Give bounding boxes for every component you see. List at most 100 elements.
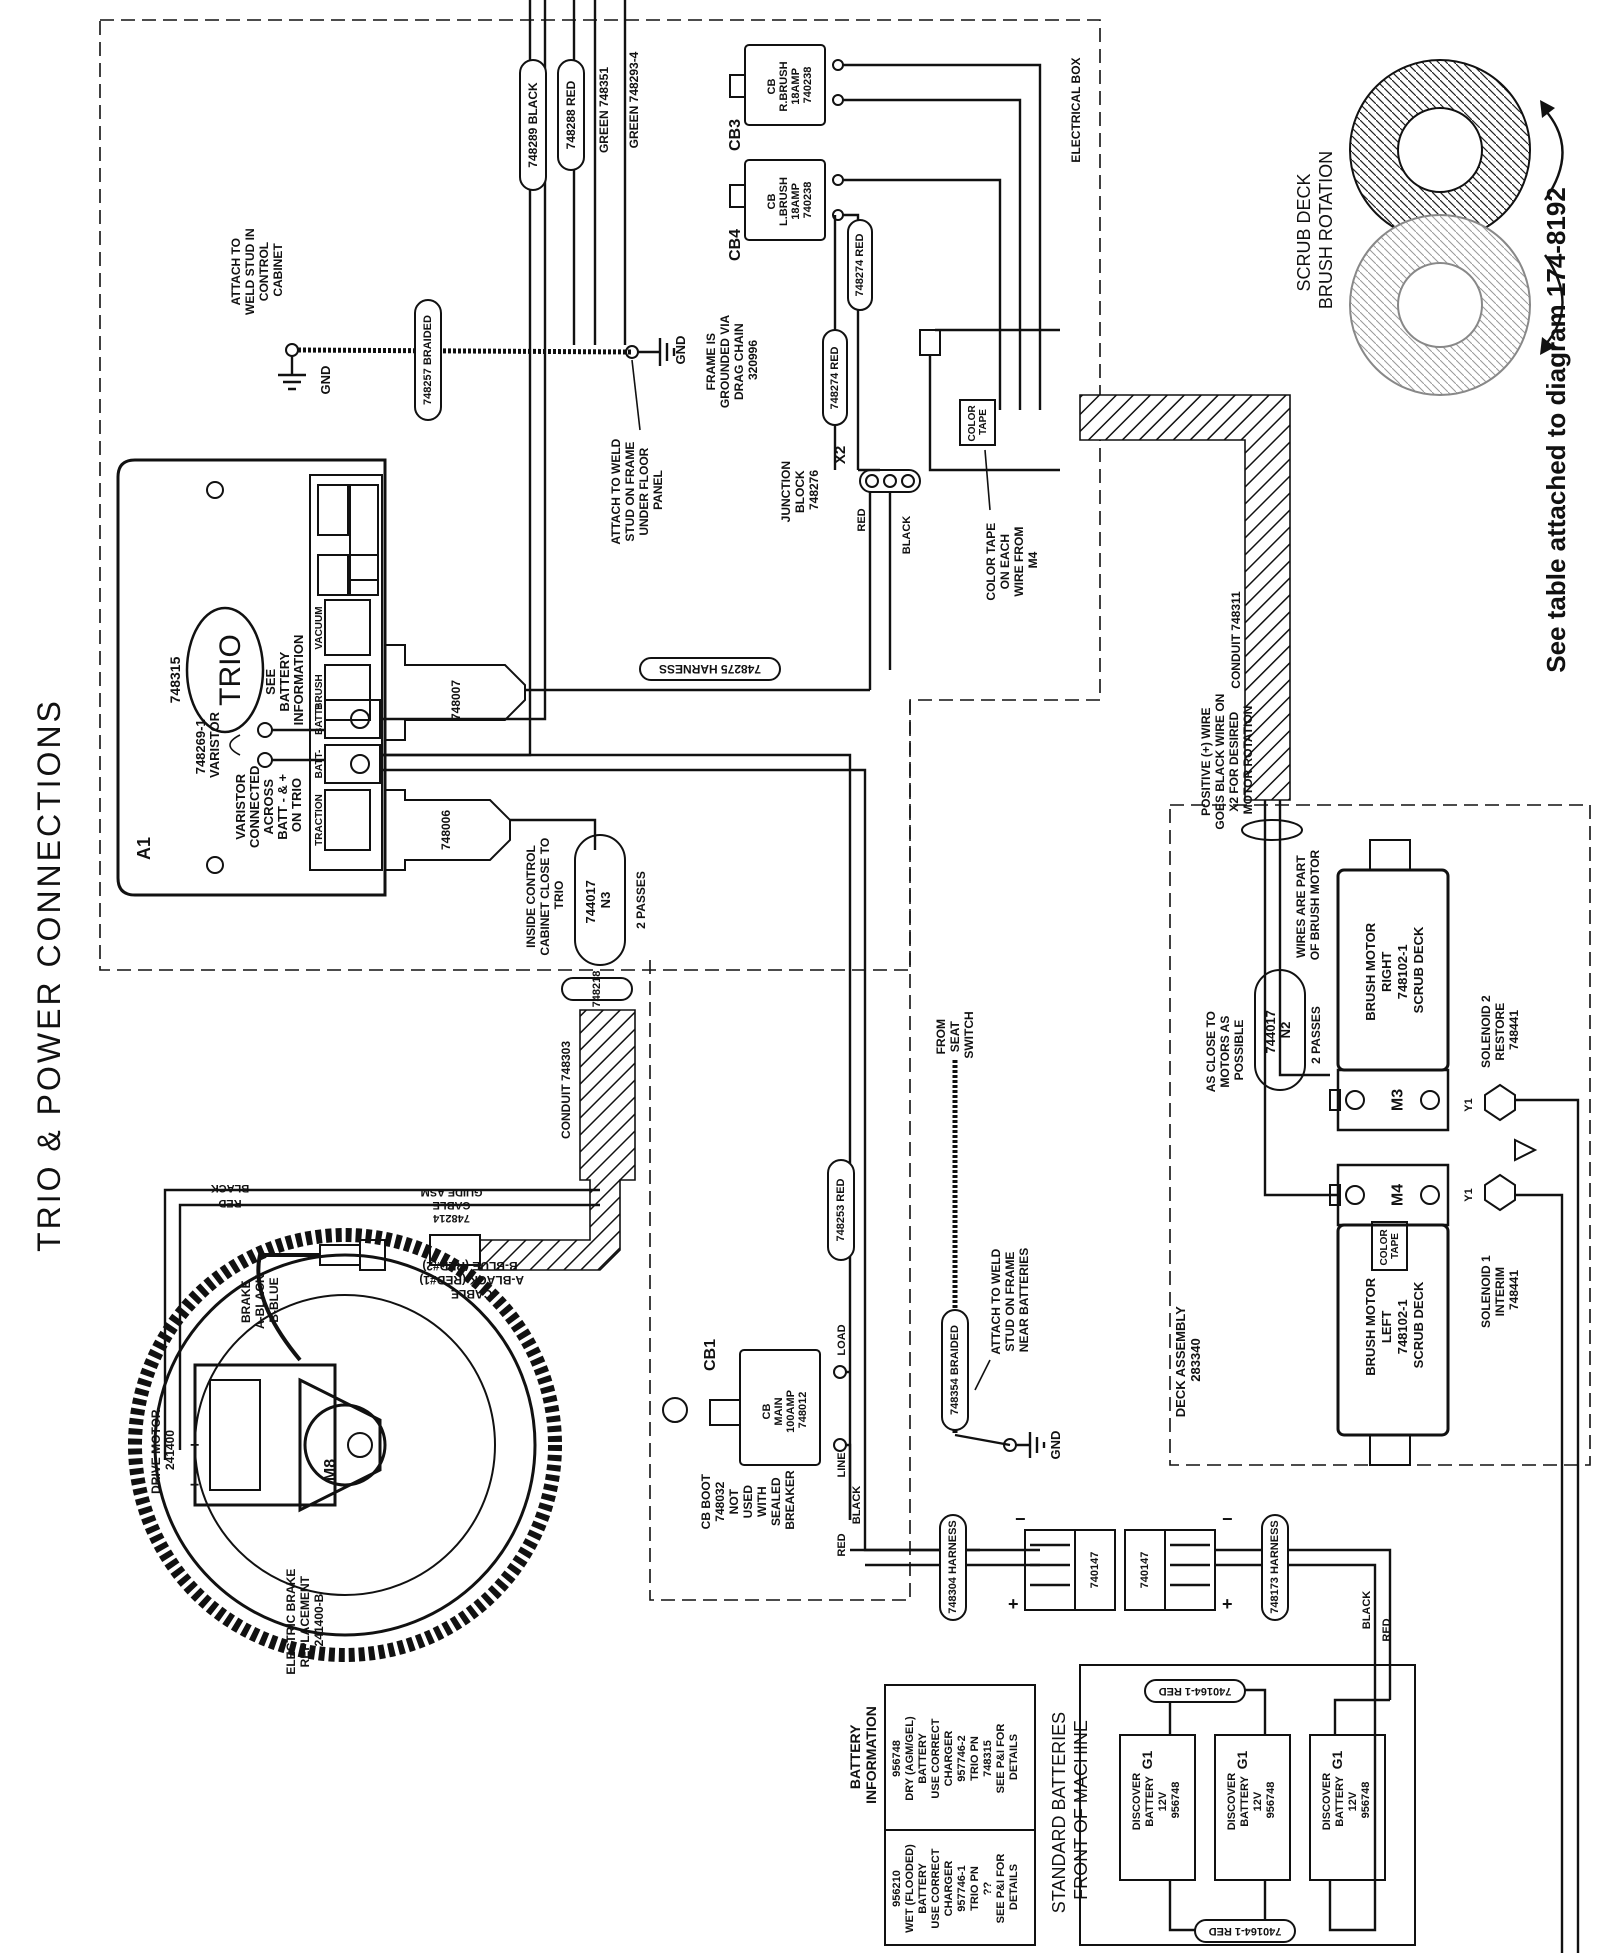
- svg-text:DECK ASSEMBLY 283340: DECK ASSEMBLY 283340: [1173, 1303, 1203, 1417]
- cb4-text-3: 18AMP: [790, 183, 802, 219]
- attach-cabinet-1: ATTACH TO: [229, 238, 243, 305]
- main-black: BLACK: [851, 1486, 863, 1525]
- n2-label: N2: [1278, 1022, 1293, 1039]
- battery-dry-3: BATTERY: [917, 1732, 929, 1783]
- jumper-bottom: 740164-1 RED: [1209, 1925, 1282, 1937]
- battery2-1: DISCOVER: [1226, 1773, 1238, 1831]
- inside-control-1: INSIDE CONTROL: [524, 845, 538, 947]
- battery-wet-9: SEE P&I FOR: [995, 1854, 1007, 1924]
- junction-block-2: BLOCK: [793, 470, 807, 513]
- traction-label: TRACTION: [314, 794, 325, 846]
- scrub-deck-1: SCRUB DECK: [1294, 173, 1314, 291]
- standard-batteries-1: STANDARD BATTERIES: [1049, 1712, 1069, 1913]
- solenoid-warning-icon: [1514, 1138, 1538, 1162]
- positive-note-2: GOES BLACK WIRE ON: [1213, 694, 1227, 830]
- attach-cabinet-4: CABINET: [271, 243, 285, 297]
- battery2-4: 956748: [1265, 1782, 1277, 1819]
- battery-wet-6: 957746-1: [956, 1865, 968, 1912]
- battery2-2: BATTERY: [1239, 1775, 1251, 1826]
- cb-boot-2: 748032: [713, 1481, 727, 1521]
- batt-plus-label: BATT+: [314, 703, 325, 735]
- solenoid1-2: INTERIM: [1493, 1267, 1507, 1316]
- conn-748006-label: 748006: [439, 810, 453, 850]
- vacuum-terminal: [324, 599, 371, 656]
- cb1-label: CB1: [702, 1339, 719, 1371]
- svg-text:STANDARD BATTERIES FRONT O: STANDARD BATTERIES FRONT OF MACHINE: [1049, 1707, 1091, 1913]
- svg-text:ELECTRIC BRAKE REPLACEMENT: ELECTRIC BRAKE REPLACEMENT 241400-B: [284, 1565, 326, 1674]
- battery-wet-10: DETAILS: [1008, 1864, 1020, 1910]
- attach-batteries-1: ATTACH TO WELD: [989, 1248, 1003, 1354]
- cb4-text-1: CB: [766, 194, 778, 210]
- svg-text:POSITIVE (+) WIRE GOES BLA: POSITIVE (+) WIRE GOES BLACK WIRE ON X2 …: [1199, 690, 1255, 829]
- m8-label: M8: [322, 1459, 339, 1481]
- trio-logo: TRIO: [214, 634, 247, 706]
- m4-color-tape-2: TAPE: [1390, 1233, 1401, 1259]
- deck-assembly-2: 283340: [1188, 1338, 1203, 1381]
- battery-black: BLACK: [1361, 1591, 1373, 1630]
- a1-label: A1: [134, 837, 154, 860]
- battery-tray: [1079, 1664, 1416, 1946]
- battery1-2: BATTERY: [1144, 1775, 1156, 1826]
- frame-grounded-2: GROUNDED VIA: [718, 314, 732, 408]
- positive-note-1: POSITIVE (+) WIRE: [1199, 707, 1213, 815]
- cb-boot-7: BREAKER: [783, 1470, 797, 1530]
- m4-label: M4: [1390, 1184, 1407, 1206]
- brush-motor-m4: [1329, 1163, 1450, 1466]
- deck-assembly-1: DECK ASSEMBLY: [1173, 1306, 1188, 1417]
- color-tape-note-3: WIRE FROM: [1012, 527, 1026, 597]
- svg-text:BRAKE A-BLACK B-BLUE: BRAKE A-BLACK B-BLUE: [239, 1271, 281, 1329]
- varistor-note-5: ON TRIO: [289, 778, 304, 832]
- cb-boot-3: NOT: [727, 1488, 741, 1514]
- battery-dry-5: CHARGER: [943, 1731, 955, 1787]
- drive-minus: −: [190, 1477, 199, 1494]
- varistor: [229, 722, 325, 768]
- color-tape-note-2: ON EACH: [998, 534, 1012, 589]
- red-748274-upper: 748274 RED: [854, 233, 866, 296]
- battery-wet-3: BATTERY: [917, 1862, 929, 1913]
- varistor-note-1: VARISTOR: [233, 773, 248, 840]
- battery-wet-5: CHARGER: [943, 1861, 955, 1917]
- connector-740147-a: [1024, 1529, 1116, 1611]
- battery-dry-2: DRY (AGM/GEL): [904, 1716, 916, 1801]
- battery-dry-7: TRIO PN: [969, 1736, 981, 1781]
- solenoid2-y1: Y1: [1463, 1098, 1475, 1111]
- battery-wet-1: 956210: [891, 1870, 903, 1907]
- rotation-arrow-right: [1544, 109, 1564, 201]
- solenoid2-1: SOLENOID 2: [1479, 995, 1493, 1068]
- ground-symbol-batteries: [1016, 1432, 1046, 1458]
- cb1-text-1: CB: [761, 1404, 773, 1420]
- battery2-3: 12V: [1252, 1791, 1264, 1811]
- from-seat-3: SWITCH: [962, 1011, 976, 1058]
- cb4-breaker: [729, 159, 1002, 470]
- battery2-g1: G1: [1234, 1750, 1250, 1769]
- drive-black: BLACK: [211, 1182, 250, 1194]
- jumper-top: 740164-1 RED: [1159, 1685, 1232, 1697]
- brake-note-1: BRAKE: [239, 1280, 253, 1323]
- svg-text:FRAME IS GROUNDED VIA: FRAME IS GROUNDED VIA DRAG CHAIN 320996: [704, 312, 760, 408]
- attach-cabinet-2: WELD STUD IN: [243, 228, 257, 315]
- n2-passes: 2 PASSES: [1309, 1006, 1323, 1064]
- varistor-note-2: CONNECTED: [247, 766, 262, 848]
- wire-748288-red: 748288 RED: [564, 80, 578, 149]
- battery1-4: 956748: [1170, 1782, 1182, 1819]
- wires-part-1: WIRES ARE PART: [1294, 855, 1308, 958]
- svg-text:956748 DRY (AGM/GEL) B: 956748 DRY (AGM/GEL) BATTERY USE CORRECT…: [891, 1713, 1020, 1800]
- ground-symbol-frame: [638, 338, 676, 366]
- battery3-3: 12V: [1347, 1791, 1359, 1811]
- solenoid-1: [1484, 1173, 1564, 1953]
- color-tape-1: COLOR: [967, 405, 978, 442]
- attach-batteries-2: STUD ON FRAME: [1003, 1252, 1017, 1352]
- cb-boot-1: CB BOOT: [699, 1473, 713, 1529]
- conn-740147-a: 740147: [1089, 1552, 1101, 1589]
- brush-terminal-label: BRUSH: [314, 674, 325, 710]
- electric-brake-2: REPLACEMENT: [298, 1575, 312, 1667]
- conn-a-minus: −: [1015, 1509, 1026, 1529]
- wire-748289-black: 748289 BLACK: [526, 82, 540, 168]
- x2-black: BLACK: [901, 516, 913, 555]
- svg-text:DISCOVER BATTERY 12V: DISCOVER BATTERY 12V 956748: [1226, 1770, 1277, 1831]
- cb-boot-4: USED: [741, 1485, 755, 1519]
- see-battery-2: BATTERY: [277, 651, 292, 711]
- svg-text:INSIDE CONTROL CABINET CLO: INSIDE CONTROL CABINET CLOSE TO TRIO: [524, 834, 566, 955]
- cb1-load: LOAD: [836, 1324, 848, 1355]
- attach-cabinet-3: CONTROL: [257, 242, 271, 301]
